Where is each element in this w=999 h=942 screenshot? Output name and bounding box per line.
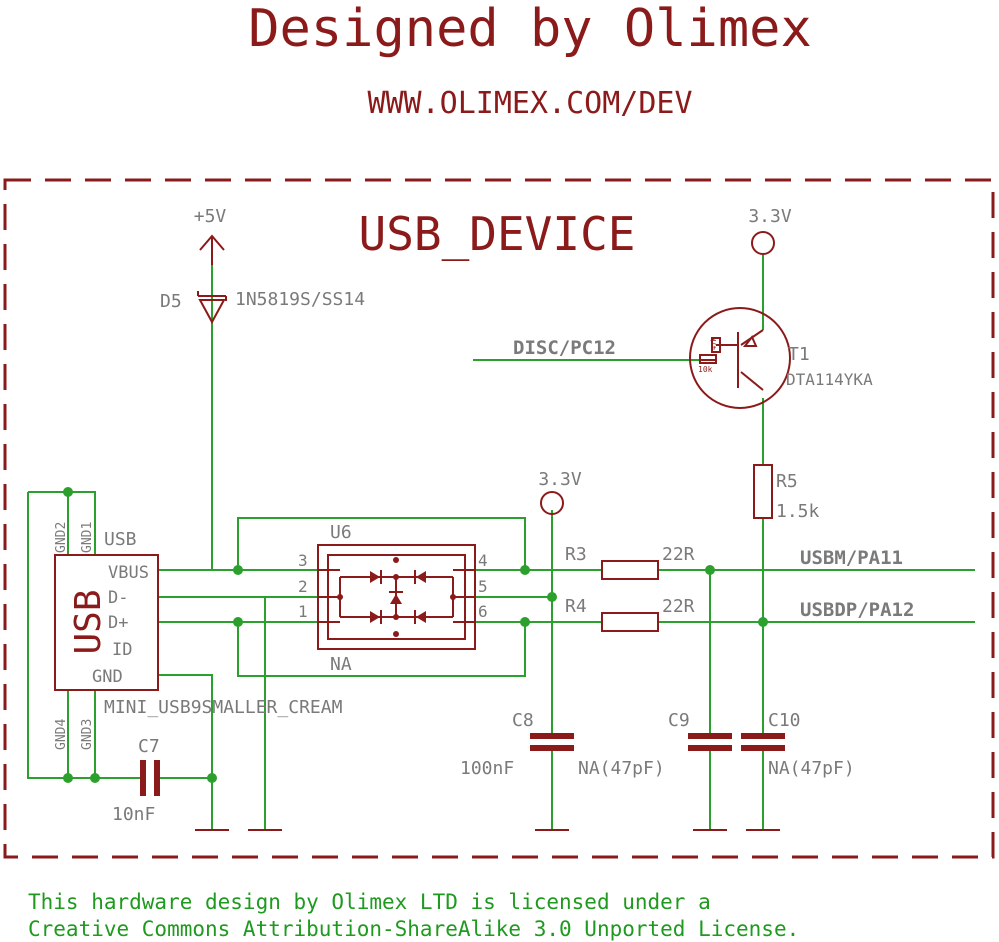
ic-u6: U6 NA 3 2 1 4 5 6: [298, 522, 488, 675]
u6-pin-5: 5: [478, 577, 488, 596]
usb-label: USB: [104, 529, 137, 550]
wires: [27, 255, 975, 830]
capacitor-c7: C7 10nF: [112, 736, 160, 825]
v33-mid-symbol: 3.3V: [538, 469, 582, 515]
r3-ref: R3: [565, 544, 587, 565]
c8-ref: C8: [512, 710, 534, 731]
c10-ref: C10: [768, 710, 801, 731]
capacitor-c10: C10 NA(47pF): [741, 710, 855, 779]
u6-value: NA: [330, 654, 352, 675]
u6-pin-6: 6: [478, 602, 488, 621]
usb-big-label: USB: [68, 589, 109, 654]
url-text: WWW.OLIMEX.COM/DEV: [367, 86, 692, 121]
c9-value: NA(47pF): [578, 758, 665, 779]
r4-ref: R4: [565, 596, 587, 617]
transistor-t1: 47k 10k T1 DTA114YKA: [689, 307, 873, 409]
resistor-r4: R4 22R: [565, 596, 695, 632]
c7-ref: C7: [138, 736, 160, 757]
c10-value: NA(47pF): [768, 758, 855, 779]
u6-pin-2: 2: [298, 577, 308, 596]
net-disc: DISC/PC12: [513, 337, 616, 359]
license-line-1: This hardware design by Olimex LTD is li…: [28, 890, 711, 914]
usb-gnd4: GND4: [54, 719, 69, 750]
u6-pin-1: 1: [298, 602, 308, 621]
usb-pin-id: ID: [112, 640, 132, 660]
v33-top-label: 3.3V: [748, 206, 792, 227]
frame-label: USB_DEVICE: [359, 207, 636, 261]
t1-ref: T1: [788, 344, 810, 365]
c8-value: 100nF: [460, 758, 514, 779]
usb-gnd2: GND2: [54, 522, 69, 553]
resistor-r3: R3 22R: [565, 544, 695, 580]
u6-pin-4: 4: [478, 551, 488, 570]
plus5v-label: +5V: [194, 206, 227, 227]
u6-ref: U6: [330, 522, 352, 543]
sheet-frame: [3, 178, 995, 859]
r3-value: 22R: [662, 544, 695, 565]
usb-gnd1: GND1: [80, 522, 95, 553]
usb-pin-vbus: VBUS: [108, 563, 149, 583]
resistor-r5: R5 1.5k: [753, 464, 820, 522]
license-line-2: Creative Commons Attribution-ShareAlike …: [28, 917, 799, 941]
d5-ref: D5: [160, 291, 182, 312]
page-title: Designed by Olimex: [248, 0, 812, 59]
diode-d5: D5 1N5819S/SS14: [160, 289, 365, 325]
d5-value: 1N5819S/SS14: [235, 289, 365, 310]
usb-connector: USB VBUS D- D+ ID GND USB MINI_USB9SMALL…: [54, 522, 343, 750]
r5-value: 1.5k: [776, 501, 820, 522]
t1-r2: 10k: [698, 365, 713, 374]
c7-value: 10nF: [112, 804, 155, 825]
t1-r1: 47k: [710, 337, 718, 350]
usb-value: MINI_USB9SMALLER_CREAM: [104, 697, 343, 718]
junctions: [63, 487, 768, 783]
plus5v-symbol: +5V: [194, 206, 227, 265]
v33-mid-label: 3.3V: [538, 469, 582, 490]
v33-top-symbol: 3.3V: [748, 206, 792, 255]
usb-pin-dminus: D-: [108, 588, 128, 608]
net-usbdp: USBDP/PA12: [800, 599, 914, 621]
usb-gnd3: GND3: [80, 719, 95, 750]
net-usbm: USBM/PA11: [800, 547, 903, 569]
t1-value: DTA114YKA: [786, 370, 873, 389]
r5-ref: R5: [776, 471, 798, 492]
u6-pin-3: 3: [298, 551, 308, 570]
c9-ref: C9: [668, 710, 690, 731]
capacitor-c9: C9 NA(47pF): [578, 710, 732, 779]
usb-pin-gnd: GND: [92, 667, 123, 687]
usb-pin-dplus: D+: [108, 613, 128, 633]
r4-value: 22R: [662, 596, 695, 617]
capacitor-c8: C8 100nF: [460, 710, 574, 779]
